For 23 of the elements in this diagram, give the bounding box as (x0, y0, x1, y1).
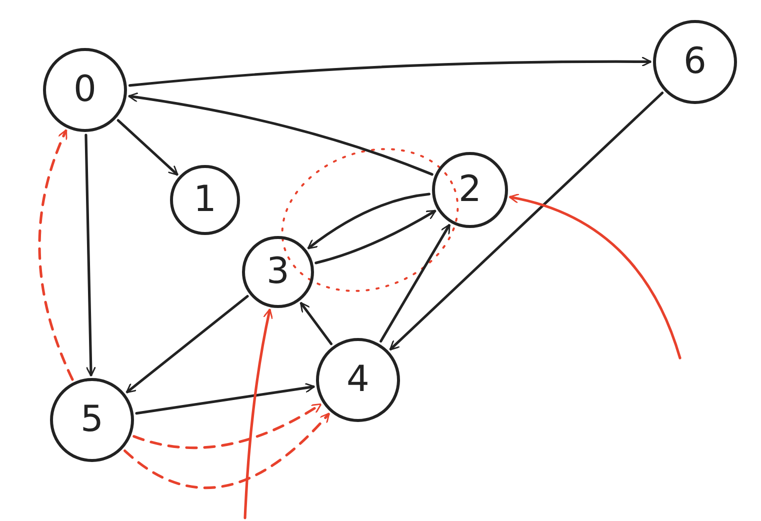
arrow (300, 302, 333, 346)
node-number: 2 (458, 170, 482, 210)
arrow (128, 92, 434, 176)
arrow (128, 56, 652, 87)
arrow (124, 412, 330, 490)
arrow (126, 294, 249, 394)
arrow (116, 119, 178, 176)
node-number: 5 (80, 400, 104, 440)
node-number: 1 (194, 180, 216, 220)
arrow (314, 210, 436, 264)
arrow (132, 403, 322, 450)
arrow (38, 129, 74, 381)
node-number: 3 (266, 252, 290, 292)
node-number: 6 (684, 42, 706, 82)
arrow (508, 194, 682, 360)
node-number: 0 (74, 70, 96, 110)
arrow (389, 92, 664, 350)
arrow (307, 192, 430, 250)
arrow (380, 224, 450, 343)
arrow (135, 382, 316, 415)
arrow (244, 308, 274, 520)
node-number: 4 (346, 360, 370, 400)
arrow (84, 134, 96, 377)
